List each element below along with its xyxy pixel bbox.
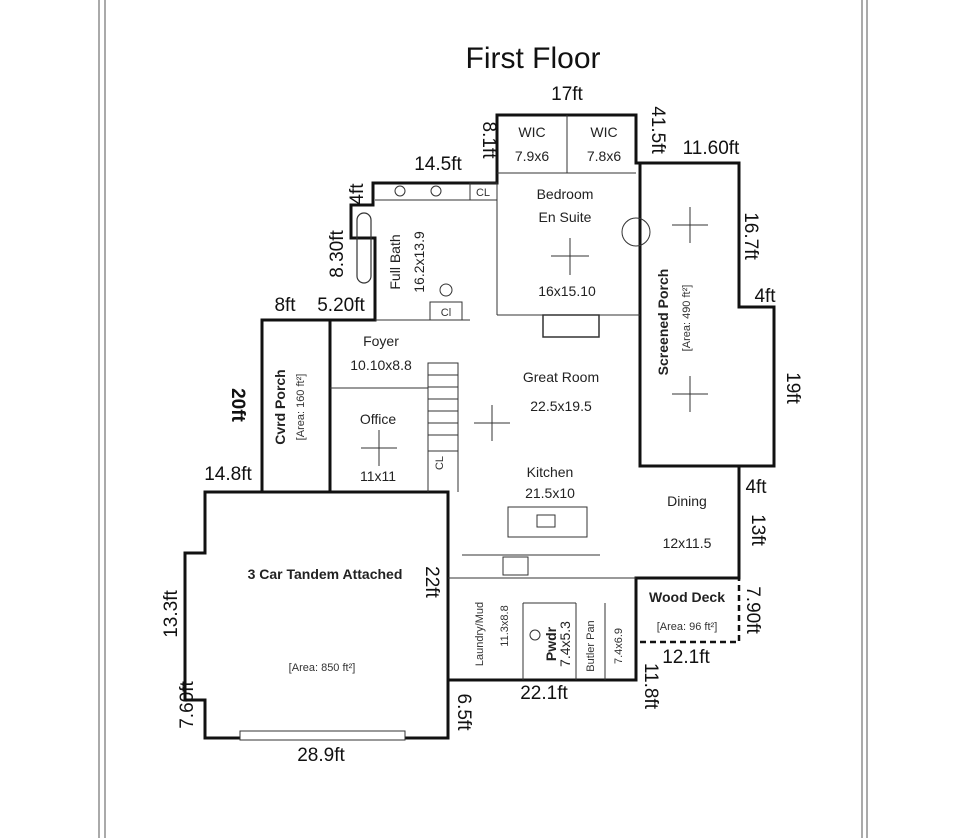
- dimension-label: 11.60ft: [683, 138, 740, 159]
- bath-closet: [429, 301, 463, 321]
- dimension-label: 16.7ft: [740, 212, 761, 260]
- covered-porch-label: Cvrd Porch: [272, 369, 288, 444]
- laundry-label: Laundry/Mud: [474, 602, 486, 666]
- office-label: Office: [360, 411, 397, 427]
- ceiling-fan-icon: [551, 238, 589, 275]
- garage-area: [Area: 850 ft²]: [289, 662, 356, 674]
- dimension-label: 13ft: [747, 514, 768, 546]
- wood-deck-outline: [636, 576, 741, 644]
- bedroom-sub-label: En Suite: [539, 209, 592, 225]
- bath-label: Full Bath: [387, 234, 403, 289]
- butler-label: Butler Pan: [585, 620, 597, 671]
- dimension-label: 8.30ft: [327, 230, 348, 278]
- dimension-label: 41.5ft: [647, 106, 668, 154]
- kitchen-label: Kitchen: [527, 464, 574, 480]
- stairs: [427, 362, 459, 452]
- dimension-label: 4ft: [745, 477, 767, 498]
- sink: [394, 185, 406, 197]
- dimension-label: 14.5ft: [414, 154, 462, 175]
- dimension-label: 19ft: [782, 372, 803, 404]
- sink: [430, 185, 442, 197]
- screened-porch-label: Screened Porch: [655, 269, 671, 376]
- kitchen-size: 21.5x10: [525, 485, 575, 501]
- butler-size: 7.4x6.9: [613, 628, 625, 664]
- dimension-label: 13.3ft: [161, 590, 182, 638]
- dimension-label: 5.20ft: [317, 295, 365, 316]
- garage-label: 3 Car Tandem Attached: [248, 566, 403, 582]
- dining-size: 12x11.5: [663, 535, 712, 551]
- kitchen-sink: [536, 514, 556, 528]
- great-room-label: Great Room: [523, 369, 599, 385]
- bath-cl-box: [469, 182, 498, 201]
- dimension-label: 22.1ft: [520, 683, 568, 704]
- ceiling-fan-icon: [361, 430, 397, 466]
- kitchen-island: [507, 506, 588, 538]
- ceiling-fan-icon: [474, 405, 510, 441]
- ceiling-fan-icon: [672, 376, 708, 412]
- dimension-label: 28.9ft: [297, 745, 345, 766]
- wood-deck-area: [Area: 96 ft²]: [657, 621, 718, 633]
- garage-wall: [183, 490, 450, 740]
- dimension-label: 8.1ft: [478, 122, 499, 160]
- bath-size: 16.2x13.9: [411, 231, 427, 293]
- dimension-label: 7.60ft: [177, 681, 198, 729]
- dimension-label: 22ft: [421, 566, 442, 598]
- great-room-size: 22.5x19.5: [530, 398, 592, 414]
- dimension-label: 4ft: [754, 286, 776, 307]
- bathtub: [356, 212, 372, 284]
- foyer-label: Foyer: [363, 333, 399, 349]
- dining-label: Dining: [667, 493, 707, 509]
- garage-door: [239, 730, 406, 741]
- bedroom-size: 16x15.10: [538, 283, 596, 299]
- wic-label: WIC: [518, 124, 545, 140]
- closet-label: Cl: [441, 307, 451, 319]
- dimension-label: 17ft: [551, 84, 583, 105]
- toilet: [439, 283, 453, 297]
- wic-size: 7.8x6: [587, 148, 621, 164]
- ceiling-fan-icon: [672, 207, 708, 243]
- door-swing: [621, 217, 651, 247]
- page-title: First Floor: [466, 42, 601, 75]
- fireplace: [542, 314, 600, 338]
- dimension-label: 7.90ft: [742, 586, 763, 634]
- screened-porch-area: [Area: 490 ft²]: [681, 285, 693, 352]
- laundry-size: 11.3x8.8: [499, 605, 511, 646]
- office-size: 11x11: [360, 468, 396, 484]
- dimension-label: 6.5ft: [453, 694, 474, 732]
- pwdr-size: 7.4x5.3: [557, 621, 573, 667]
- dimension-label: 4ft: [347, 183, 368, 205]
- dimension-label: 14.8ft: [204, 464, 252, 485]
- closet-label: CL: [476, 187, 490, 199]
- wic-size: 7.9x6: [515, 148, 549, 164]
- wood-deck-label: Wood Deck: [649, 589, 725, 605]
- dimension-label: 11.8ft: [640, 663, 661, 710]
- pwdr-toilet: [529, 629, 541, 641]
- bedroom-label: Bedroom: [537, 186, 594, 202]
- dimension-label: 20ft: [227, 388, 248, 422]
- foyer-size: 10.10x8.8: [350, 357, 412, 373]
- closet-label: CL: [434, 456, 446, 470]
- wic-label: WIC: [590, 124, 617, 140]
- stovetop: [502, 556, 529, 576]
- pwdr-label: Pwdr: [543, 626, 559, 661]
- dimension-label: 8ft: [274, 295, 296, 316]
- covered-porch-area: [Area: 160 ft²]: [295, 374, 307, 441]
- dimension-label: 12.1ft: [662, 647, 710, 668]
